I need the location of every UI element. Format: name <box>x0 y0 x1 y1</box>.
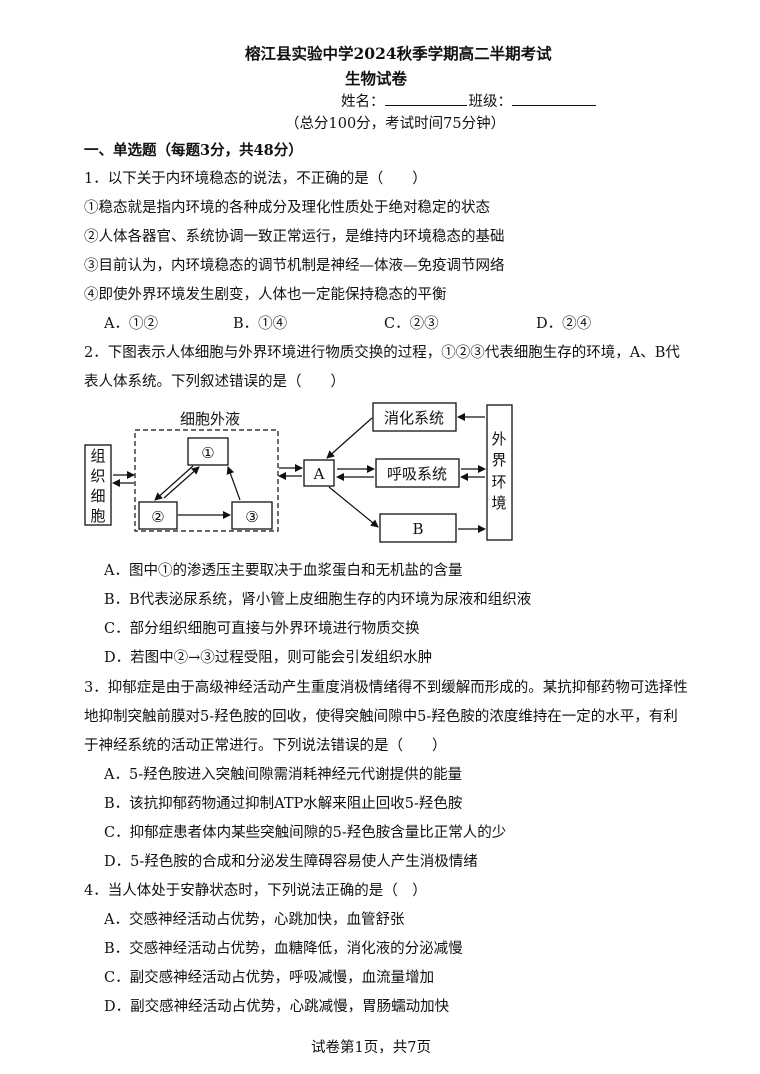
name-class-line: 姓名： 班级： <box>341 90 598 111</box>
external-char-4: 境 <box>491 494 506 512</box>
q2-option-c[interactable]: C．部分组织细胞可直接与外界环境进行物质交换 <box>104 621 420 637</box>
q1-option-b[interactable]: B．①④ <box>233 316 288 332</box>
q1-stem: 1．以下关于内环境稳态的说法，不正确的是（ ） <box>84 171 427 187</box>
system-a-label: A <box>313 465 325 483</box>
node-2-label: ② <box>151 508 164 526</box>
name-label: 姓名： <box>341 94 385 110</box>
q2-option-a[interactable]: A．图中①的渗透压主要取决于血浆蛋白和无机盐的含量 <box>104 563 463 579</box>
q4-option-d[interactable]: D．副交感神经活动占优势，心跳减慢，胃肠蠕动加快 <box>104 999 450 1015</box>
q1-option-c[interactable]: C．②③ <box>384 316 439 332</box>
respiratory-box <box>375 458 460 488</box>
exchange-diagram: 细胞外液 组 织 细 胞 ① ② ③ A 消化系统 呼吸系统 B 外 界 环 境 <box>84 402 513 543</box>
q3-option-c[interactable]: C．抑郁症患者体内某些突触间隙的5-羟色胺含量比正常人的少 <box>104 825 507 841</box>
tissue-cell-box <box>84 444 112 526</box>
section-heading: 一、单选题（每题3分，共48分） <box>84 142 303 159</box>
tissue-cell-char-1: 组 <box>90 447 105 465</box>
q1-option-d[interactable]: D．②④ <box>536 316 592 332</box>
exam-note: （总分100分，考试时间75分钟） <box>285 116 506 132</box>
q3-option-a[interactable]: A．5-羟色胺进入突触间隙需消耗神经元代谢提供的能量 <box>104 767 463 783</box>
q3-stem-line2: 地抑制突触前膜对5-羟色胺的回收，使得突触间隙中5-羟色胺的浓度维持在一定的水平… <box>84 709 678 725</box>
q4-stem: 4．当人体处于安静状态时，下列说法正确的是（ ） <box>84 883 427 899</box>
system-b-label: B <box>412 520 423 538</box>
q1-statement-3: ③目前认为，内环境稳态的调节机制是神经—体液—免疫调节网络 <box>84 258 505 274</box>
extracellular-label: 细胞外液 <box>180 410 240 428</box>
name-blank[interactable] <box>384 91 467 106</box>
respiratory-label: 呼吸系统 <box>387 465 447 483</box>
exam-title: 榕江县实验中学2024秋季学期高二半期考试 <box>245 44 552 63</box>
system-a-box <box>303 459 335 487</box>
class-label: 班级： <box>468 94 513 110</box>
tissue-cell-char-4: 胞 <box>90 507 105 525</box>
q3-stem-line3: 于神经系统的活动正常进行。下列说法错误的是（ ） <box>84 738 447 754</box>
node-2-box <box>138 501 178 530</box>
external-env-box <box>486 404 513 541</box>
q2-stem-line2: 表人体系统。下列叙述错误的是（ ） <box>84 374 345 390</box>
q1-option-a[interactable]: A．①② <box>104 316 158 332</box>
tissue-cell-char-3: 细 <box>90 487 105 505</box>
tissue-cell-char-2: 织 <box>90 467 105 485</box>
node-3-label: ③ <box>245 508 258 526</box>
q1-statement-2: ②人体各器官、系统协调一致正常运行，是维持内环境稳态的基础 <box>84 229 505 245</box>
system-b-box <box>379 513 457 543</box>
class-blank[interactable] <box>512 91 596 106</box>
external-char-2: 界 <box>491 451 506 469</box>
node-1-label: ① <box>201 444 214 462</box>
q3-option-b[interactable]: B．该抗抑郁药物通过抑制ATP水解来阻止回收5-羟色胺 <box>104 796 463 812</box>
q3-option-d[interactable]: D．5-羟色胺的合成和分泌发生障碍容易使人产生消极情绪 <box>104 854 478 870</box>
q1-statement-4: ④即使外界环境发生剧变，人体也一定能保持稳态的平衡 <box>84 287 447 303</box>
q4-option-c[interactable]: C．副交感神经活动占优势，呼吸减慢，血流量增加 <box>104 970 435 986</box>
q4-option-b[interactable]: B．交感神经活动占优势，血糖降低，消化液的分泌减慢 <box>104 941 463 957</box>
q3-stem-line1: 3．抑郁症是由于高级神经活动产生重度消极情绪得不到缓解而形成的。某抗抑郁药物可选… <box>84 680 688 696</box>
node-3-box <box>231 501 273 530</box>
paper-subject: 生物试卷 <box>345 69 408 88</box>
q2-option-b[interactable]: B．B代表泌尿系统，肾小管上皮细胞生存的内环境为尿液和组织液 <box>104 592 532 608</box>
external-char-1: 外 <box>491 430 506 448</box>
q1-statement-1: ①稳态就是指内环境的各种成分及理化性质处于绝对稳定的状态 <box>84 200 490 216</box>
page-footer: 试卷第1页，共7页 <box>311 1040 431 1056</box>
q4-option-a[interactable]: A．交感神经活动占优势，心跳加快，血管舒张 <box>104 912 405 928</box>
external-char-3: 环 <box>491 473 506 491</box>
digestive-box <box>372 402 457 432</box>
digestive-label: 消化系统 <box>384 409 444 427</box>
q2-stem-line1: 2．下图表示人体细胞与外界环境进行物质交换的过程，①②③代表细胞生存的环境，A、… <box>84 345 680 361</box>
q2-option-d[interactable]: D．若图中②→③过程受阻，则可能会引发组织水肿 <box>104 650 433 666</box>
node-1-box <box>187 437 229 466</box>
extracellular-region <box>134 429 279 532</box>
